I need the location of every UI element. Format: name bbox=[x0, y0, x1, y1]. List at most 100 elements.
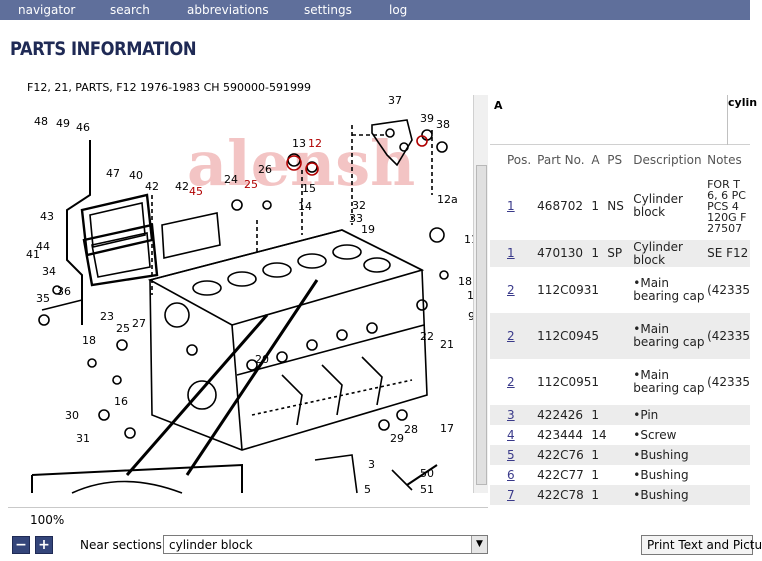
pos-link[interactable]: 2 bbox=[507, 374, 515, 389]
pos-link[interactable]: 2 bbox=[507, 328, 515, 343]
part-number: 422C78 bbox=[535, 485, 592, 505]
quantity: 1 bbox=[591, 485, 608, 505]
quantity: 1 bbox=[591, 282, 599, 297]
table-row[interactable]: 3 422426 1 •Pin bbox=[490, 405, 750, 425]
svg-text:45: 45 bbox=[189, 185, 203, 198]
table-row[interactable]: 6 422C77 1 •Bushing bbox=[490, 465, 750, 485]
svg-text:51: 51 bbox=[420, 483, 434, 496]
svg-text:46: 46 bbox=[76, 121, 90, 134]
pos-link[interactable]: 6 bbox=[507, 467, 515, 482]
column-header-partno: Part No. bbox=[537, 153, 585, 167]
print-text-and-pictures-button[interactable]: Print Text and Pictu bbox=[641, 535, 762, 555]
quantity: 1 bbox=[591, 445, 608, 465]
description: •Main bearing cap bbox=[633, 368, 705, 395]
nav-navigator[interactable]: navigator bbox=[18, 3, 76, 17]
chevron-down-icon[interactable]: ▼ bbox=[471, 536, 487, 553]
pos-link[interactable]: 7 bbox=[507, 487, 515, 502]
nav-abbreviations[interactable]: abbreviations bbox=[187, 3, 269, 17]
near-sections-select[interactable]: cylinder block ▼ bbox=[163, 535, 488, 554]
svg-text:35: 35 bbox=[36, 292, 50, 305]
svg-text:9: 9 bbox=[468, 310, 475, 323]
zoom-out-button[interactable]: − bbox=[12, 536, 30, 554]
column-header-pos: Pos. bbox=[507, 153, 532, 167]
svg-text:16: 16 bbox=[114, 395, 128, 408]
scrollbar-thumb[interactable] bbox=[476, 165, 487, 485]
part-number: 422C77 bbox=[537, 467, 584, 482]
nav-settings[interactable]: settings bbox=[304, 3, 352, 17]
column-header-description: Description bbox=[633, 153, 702, 167]
part-number: 423444 bbox=[537, 427, 583, 442]
notes: SE F12 bbox=[707, 240, 750, 267]
pos-link[interactable]: 3 bbox=[507, 407, 515, 422]
table-row[interactable]: 2 112C095 1 •Main bearing cap (42335 bbox=[490, 359, 750, 405]
description: Cylinder block bbox=[633, 240, 708, 267]
svg-text:33: 33 bbox=[349, 212, 363, 225]
pos-link[interactable]: 5 bbox=[507, 447, 515, 462]
svg-text:42: 42 bbox=[175, 180, 189, 193]
svg-text:23: 23 bbox=[100, 310, 114, 323]
table-row[interactable]: 1 470130 1 SP Cylinder block SE F12 bbox=[490, 240, 750, 267]
svg-text:26: 26 bbox=[258, 163, 272, 176]
diagram-vertical-scrollbar[interactable] bbox=[473, 95, 488, 493]
table-header-row: Pos. Part No. A PS Description Notes bbox=[490, 150, 750, 172]
breadcrumb: F12, 21, PARTS, F12 1976-1983 CH 590000-… bbox=[27, 81, 311, 94]
svg-text:13: 13 bbox=[292, 137, 306, 150]
svg-text:39: 39 bbox=[420, 112, 434, 125]
svg-text:32: 32 bbox=[352, 199, 366, 212]
description: •Main bearing cap bbox=[633, 313, 708, 359]
svg-text:49: 49 bbox=[56, 117, 70, 130]
svg-text:5: 5 bbox=[364, 483, 371, 496]
pos-link[interactable]: 1 bbox=[507, 246, 515, 260]
ps-code bbox=[607, 359, 633, 405]
svg-text:18: 18 bbox=[82, 334, 96, 347]
svg-text:12: 12 bbox=[308, 137, 322, 150]
notes: (42335 bbox=[707, 313, 750, 359]
svg-text:48: 48 bbox=[34, 115, 48, 128]
part-number: 422C76 bbox=[535, 445, 592, 465]
svg-text:47: 47 bbox=[106, 167, 120, 180]
svg-text:36: 36 bbox=[57, 285, 71, 298]
zoom-in-button[interactable]: + bbox=[35, 536, 53, 554]
table-row[interactable]: 5 422C76 1 •Bushing bbox=[490, 445, 750, 465]
parts-table-panel: A cylin Pos. Part No. A PS Description N… bbox=[490, 95, 757, 508]
pos-link[interactable]: 1 bbox=[507, 198, 515, 213]
near-sections-value: cylinder block bbox=[169, 538, 253, 552]
pos-link[interactable]: 2 bbox=[507, 282, 515, 297]
ps-code bbox=[607, 445, 634, 465]
quantity: 14 bbox=[591, 427, 607, 442]
exploded-parts-diagram[interactable]: alensh bbox=[12, 94, 487, 496]
table-row[interactable]: 2 112C093 1 •Main bearing cap (42335 bbox=[490, 267, 750, 313]
svg-text:22: 22 bbox=[420, 330, 434, 343]
svg-text:14: 14 bbox=[298, 200, 312, 213]
quantity: 1 bbox=[591, 374, 599, 389]
svg-text:18: 18 bbox=[458, 275, 472, 288]
description: •Bushing bbox=[633, 485, 708, 505]
svg-text:29: 29 bbox=[390, 432, 404, 445]
notes: (42335 bbox=[707, 282, 750, 297]
group-header-description: cylin bbox=[728, 96, 758, 109]
table-row[interactable]: 1 468702 1 NS Cylinder block FOR T 6, 6 … bbox=[490, 172, 750, 240]
nav-log[interactable]: log bbox=[389, 3, 408, 17]
nav-search[interactable]: search bbox=[110, 3, 150, 17]
table-row[interactable]: 4 423444 14 •Screw bbox=[490, 425, 750, 445]
svg-text:3: 3 bbox=[368, 458, 375, 471]
svg-text:41: 41 bbox=[26, 248, 40, 261]
svg-text:27: 27 bbox=[132, 317, 146, 330]
quantity: 1 bbox=[591, 405, 608, 425]
pos-link[interactable]: 4 bbox=[507, 427, 515, 442]
svg-text:38: 38 bbox=[436, 118, 450, 131]
part-number: 422426 bbox=[535, 405, 592, 425]
parts-table: Pos. Part No. A PS Description Notes 1 4… bbox=[490, 150, 750, 505]
table-row[interactable]: 7 422C78 1 •Bushing bbox=[490, 485, 750, 505]
quantity: 5 bbox=[591, 313, 608, 359]
svg-text:34: 34 bbox=[42, 265, 56, 278]
svg-text:19: 19 bbox=[361, 223, 375, 236]
column-header-ps: PS bbox=[607, 153, 623, 167]
notes bbox=[707, 485, 750, 505]
description: •Pin bbox=[633, 405, 708, 425]
svg-text:28: 28 bbox=[404, 423, 418, 436]
notes: (42335 bbox=[707, 374, 750, 389]
table-row[interactable]: 2 112C094 5 •Main bearing cap (42335 bbox=[490, 313, 750, 359]
description: •Screw bbox=[633, 427, 677, 442]
ps-code bbox=[607, 485, 634, 505]
